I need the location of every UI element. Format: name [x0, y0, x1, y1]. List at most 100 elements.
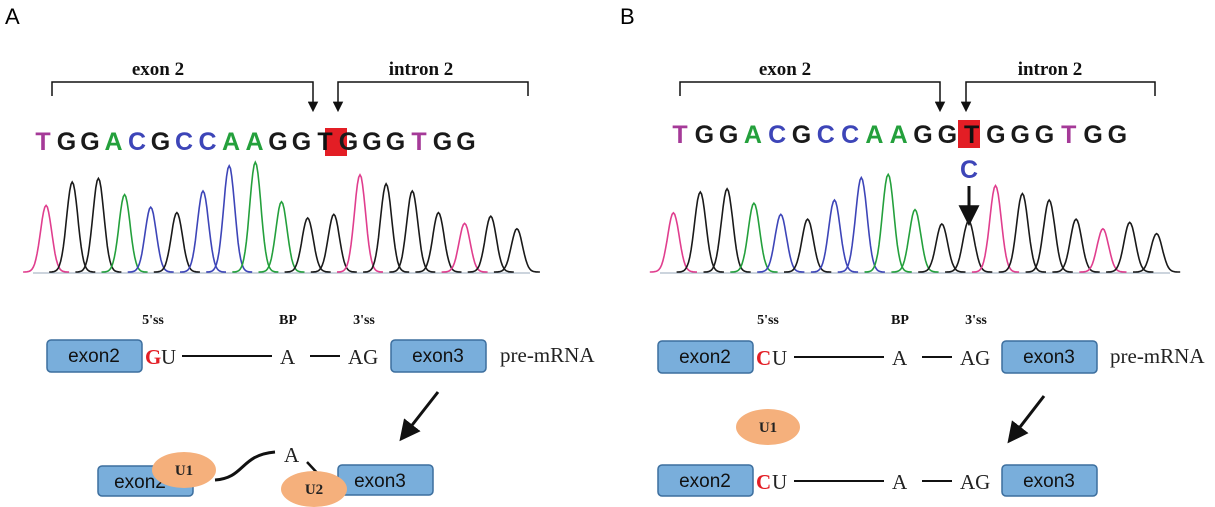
trace-peak-a-4	[127, 205, 174, 273]
trace-peak-b-13	[998, 192, 1046, 273]
trace-peak-b-1	[676, 190, 724, 273]
base-a-16: T	[411, 128, 426, 156]
u1-label-b: U1	[759, 420, 777, 436]
base-a-18: G	[456, 128, 475, 156]
branch-a-text-a: A	[280, 345, 296, 369]
process-arrow-a	[399, 391, 440, 442]
exon3-box-b	[1001, 340, 1098, 374]
donor-site-label-a: 5'ss	[142, 313, 164, 328]
base-b-11: G	[938, 121, 957, 149]
trace-peak-a-18	[493, 227, 540, 273]
mutation-highlight-a	[325, 128, 347, 156]
base-b-9: A	[890, 121, 908, 149]
branch-a-complex-a: A	[284, 443, 300, 467]
trace-peak-b-5	[784, 218, 832, 273]
mutant-base-b: C	[960, 156, 978, 184]
branch-point-label-b: BP	[891, 313, 909, 328]
base-a-14: G	[362, 128, 381, 156]
base-a-10: G	[268, 128, 287, 156]
exon2-box-complex-b	[657, 464, 754, 497]
branch-a-complex-b: A	[892, 470, 908, 494]
base-a-11: G	[292, 128, 311, 156]
trace-peak-b-14	[1025, 198, 1073, 273]
donor-u-complex-b: U	[772, 470, 787, 494]
acceptor-ag-b: AG	[960, 346, 990, 370]
trace-peak-b-8	[864, 172, 912, 273]
base-a-15: G	[386, 128, 405, 156]
exon-label-b: exon 2	[759, 59, 811, 80]
exon2-label-complex-a: exon2	[114, 472, 166, 493]
trace-peak-a-11	[310, 213, 357, 273]
trace-peak-a-5	[153, 211, 200, 273]
base-b-18: G	[1108, 121, 1127, 149]
exon3-label-b: exon3	[1023, 347, 1075, 368]
trace-peak-b-4	[757, 213, 805, 273]
donor-base-complex-b: C	[756, 470, 771, 494]
exon-bracket-a	[51, 81, 319, 113]
base-a-17: G	[433, 128, 452, 156]
pre-mrna-caption-b: pre-mRNA	[1110, 344, 1205, 368]
exon3-label-a: exon3	[412, 346, 464, 367]
exon2-box-b	[657, 340, 754, 374]
base-a-1: G	[57, 128, 76, 156]
chromatogram-b	[649, 172, 1181, 274]
exon3-label-complex-a: exon3	[354, 471, 406, 492]
exon-bracket-b	[679, 81, 946, 113]
trace-peak-a-10	[284, 216, 331, 273]
base-a-2: G	[80, 128, 99, 156]
donor-site-label-b: 5'ss	[757, 313, 779, 328]
base-b-8: A	[865, 121, 883, 149]
donor-u-b: U	[772, 346, 787, 370]
intron-bracket-a	[332, 81, 529, 113]
base-a-12: T	[317, 128, 332, 156]
exon3-box-complex-b	[1001, 464, 1098, 497]
chromatogram-a	[23, 160, 540, 274]
base-a-0: T	[35, 128, 50, 156]
trace-peak-b-17	[1106, 221, 1154, 273]
unspliced-product-b: exon2 C U A AG exon3	[657, 464, 1098, 497]
pre-mrna-a: exon2 G U A AG exon3 pre-mRNA	[46, 339, 595, 373]
base-a-8: A	[222, 128, 240, 156]
trace-peak-a-1	[49, 180, 96, 273]
exon3-label-complex-b: exon3	[1023, 471, 1075, 492]
trace-peak-b-11	[945, 219, 993, 273]
acceptor-site-label-b: 3'ss	[965, 313, 987, 328]
acceptor-ag-a: AG	[348, 345, 378, 369]
trace-peak-a-3	[101, 193, 148, 273]
trace-peak-b-7	[837, 175, 885, 273]
base-b-17: G	[1083, 121, 1102, 149]
u1-snrnp-b	[736, 409, 800, 445]
trace-peak-b-10	[918, 222, 966, 273]
base-a-7: C	[198, 128, 216, 156]
trace-peak-a-9	[258, 200, 305, 273]
base-b-3: A	[744, 121, 762, 149]
intron-loop-a	[214, 450, 276, 482]
trace-peak-a-12	[336, 173, 384, 273]
trace-peak-a-8	[232, 160, 279, 273]
trace-peak-b-3	[730, 201, 778, 273]
base-b-15: G	[1035, 121, 1054, 149]
exon2-label-complex-b: exon2	[679, 471, 731, 492]
base-b-6: C	[817, 121, 835, 149]
trace-peak-a-16	[441, 222, 488, 273]
donor-u-a: U	[161, 345, 176, 369]
base-a-3: A	[104, 128, 122, 156]
base-b-10: G	[913, 121, 932, 149]
trace-peak-a-14	[389, 189, 436, 273]
base-b-5: G	[792, 121, 811, 149]
trace-peak-a-0	[23, 204, 70, 273]
process-arrow-b	[1007, 395, 1046, 444]
trace-peak-b-12	[971, 184, 1020, 273]
spliceosome-complex-a: exon2 A exon3 U1 U2	[97, 443, 434, 507]
acceptor-ag-complex-b: AG	[960, 470, 990, 494]
trace-peak-a-2	[75, 176, 122, 273]
u1-snrnp-a	[152, 452, 216, 488]
trace-peak-b-2	[703, 187, 751, 273]
exon2-label-a: exon2	[68, 346, 120, 367]
base-b-4: C	[768, 121, 786, 149]
trace-peak-b-16	[1079, 227, 1127, 273]
donor-base-a: G	[145, 345, 161, 369]
